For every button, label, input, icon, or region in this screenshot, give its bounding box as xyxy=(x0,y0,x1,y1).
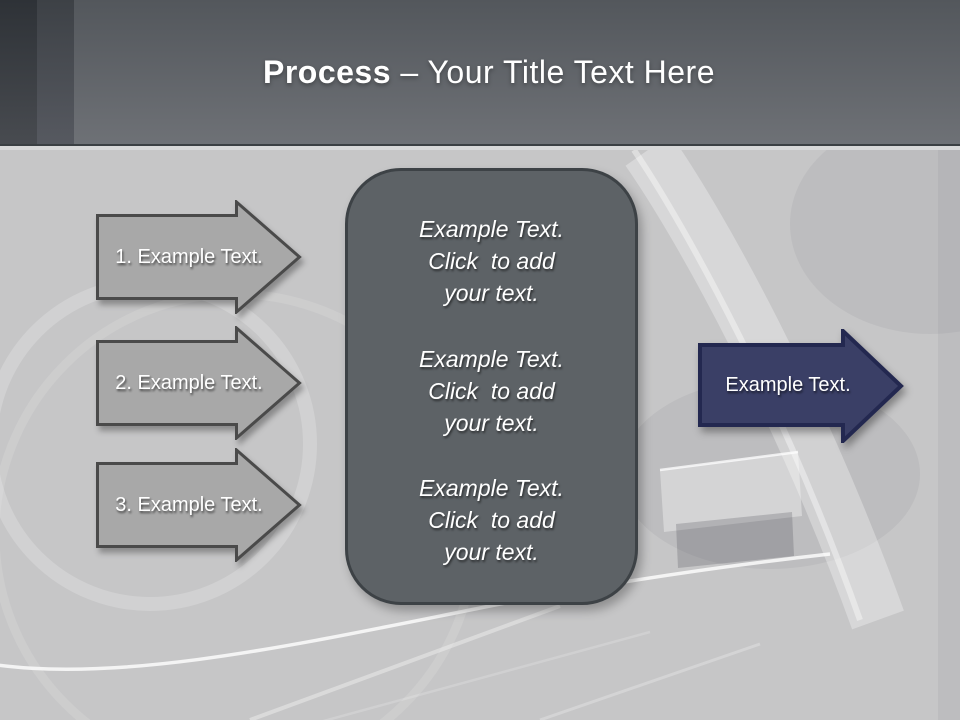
placeholder-line: Click to add xyxy=(428,377,555,404)
slide-header: Process – Your Title Text Here xyxy=(0,0,960,146)
right-arrow-shape xyxy=(96,448,302,562)
photo-edge-shade xyxy=(938,144,960,720)
photo-streak xyxy=(322,630,651,720)
right-arrow-shape xyxy=(96,326,302,440)
right-arrow-shape xyxy=(698,329,904,443)
placeholder-line: Click to add xyxy=(428,248,555,274)
header-accent-band-dark xyxy=(0,0,37,144)
placeholder-text-block-2[interactable]: Example Text. Click to add your text. xyxy=(362,343,621,439)
step-label[interactable]: 1. Example Text. xyxy=(115,245,263,268)
placeholder-line: Click to add xyxy=(428,507,555,533)
placeholder-line: your text. xyxy=(444,539,539,565)
step-arrow-3[interactable]: 3. Example Text. xyxy=(94,448,304,562)
step-label[interactable]: 3. Example Text. xyxy=(115,493,263,516)
photo-streak xyxy=(249,604,561,720)
right-arrow-polygon xyxy=(96,448,302,562)
placeholder-line: your text. xyxy=(444,409,539,436)
step-arrow-1[interactable]: 1. Example Text. xyxy=(94,200,304,314)
page-title-keyword: Process xyxy=(262,53,392,90)
result-arrow[interactable]: Example Text. xyxy=(696,329,906,443)
placeholder-text-block-1[interactable]: Example Text. Click to add your text. xyxy=(362,213,621,309)
placeholder-line: Example Text. xyxy=(419,475,564,501)
placeholder-line: Example Text. xyxy=(419,345,564,372)
photo-blur-shade xyxy=(790,144,960,334)
step-arrow-2[interactable]: 2. Example Text. xyxy=(94,326,304,440)
step-label[interactable]: 2. Example Text. xyxy=(115,371,263,394)
photo-prism-edge xyxy=(659,450,799,472)
right-arrow-polygon xyxy=(698,329,904,443)
photo-streak xyxy=(539,642,761,720)
photo-prism-glass xyxy=(660,452,802,532)
placeholder-line: your text. xyxy=(444,280,539,306)
center-text-box[interactable]: Example Text. Click to add your text. Ex… xyxy=(345,168,638,605)
header-accent-band-medium xyxy=(37,0,74,144)
photo-frame-ribbon xyxy=(625,144,904,630)
right-arrow-polygon xyxy=(96,326,302,440)
photo-prism-base xyxy=(676,512,794,568)
photo-cable xyxy=(0,552,831,672)
result-arrow-label[interactable]: Example Text. xyxy=(725,373,851,396)
header-separator-line xyxy=(0,146,960,150)
right-arrow-polygon xyxy=(96,200,302,314)
right-arrow-shape xyxy=(96,200,302,314)
page-title[interactable]: Process – Your Title Text Here xyxy=(245,54,715,91)
page-title-rest: – Your Title Text Here xyxy=(391,53,715,90)
placeholder-text-block-3[interactable]: Example Text. Click to add your text. xyxy=(362,472,621,568)
placeholder-line: Example Text. xyxy=(419,216,564,242)
photo-frame-ribbon-edge xyxy=(631,148,863,621)
